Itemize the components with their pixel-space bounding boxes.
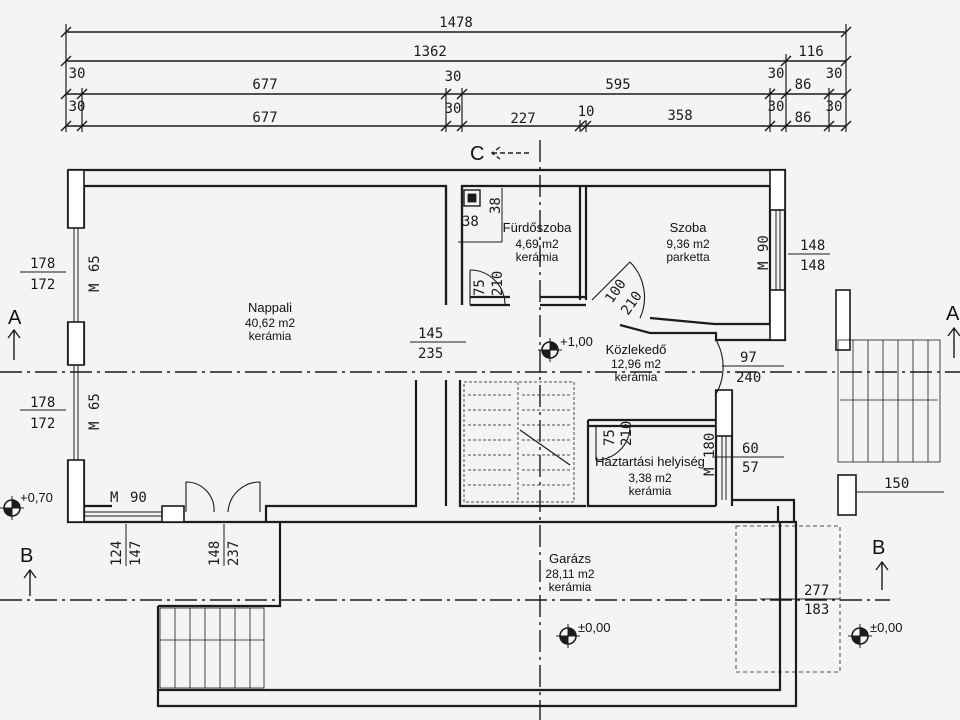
doors (185, 261, 724, 513)
dim-r3-5: 30 (768, 66, 785, 82)
szoba-name: Szoba (670, 220, 708, 235)
bw-m: M (110, 490, 118, 506)
lb-w: 65 (87, 393, 103, 410)
dim-r4-2: 677 (252, 110, 277, 126)
garazs-floor: kerámia (549, 580, 592, 594)
sz-a: 148 (800, 238, 825, 254)
door-haz-a: 75 (602, 429, 618, 446)
kozlekedo-name: Közlekedő (606, 342, 667, 357)
door-bath-a: 75 (472, 279, 488, 296)
dim-r4-8: 86 (795, 110, 812, 126)
windows (73, 210, 781, 517)
stair-ext: 150 (884, 476, 909, 492)
garage-b: 183 (804, 602, 829, 618)
haztartasi-name: Háztartási helyiség (595, 454, 705, 469)
lb-a: 178 (30, 395, 55, 411)
szoba-area: 9,36 m2 (666, 237, 710, 251)
room-labels: Nappali 40,62 m2 kerámia Fürdőszoba 4,69… (245, 220, 710, 594)
wall-pillars (67, 169, 857, 523)
section-a-left: A (8, 307, 22, 329)
sz-w: 90 (756, 235, 772, 252)
dim-r3-2: 677 (252, 77, 277, 93)
lt-b: 172 (30, 277, 55, 293)
dim-r4-5: 10 (578, 104, 595, 120)
nappali-area: 40,62 m2 (245, 316, 295, 330)
bw-v2: 147 (128, 541, 144, 566)
bath-a: 38 (462, 214, 479, 230)
sz-b: 148 (800, 258, 825, 274)
dim-r3-3: 30 (445, 69, 462, 85)
dim-total: 1478 (439, 15, 473, 31)
bw-v1: 124 (109, 541, 125, 566)
dim-r4-1: 30 (69, 99, 86, 115)
furdoszoba-floor: kerámia (516, 250, 559, 264)
opening-annotations: 178 172 M 65 178 172 M 65 M 90 124 147 1… (20, 188, 944, 618)
bath-b: 38 (488, 197, 504, 214)
level-marker-right: ±0,00 (848, 620, 902, 648)
furdoszoba-area: 4,69 m2 (515, 237, 559, 251)
haztartasi-floor: kerámia (629, 484, 672, 498)
dim-r3-7: 30 (826, 66, 843, 82)
section-b-left: B (20, 545, 33, 567)
nappali-floor: kerámia (249, 329, 292, 343)
kozlekedo-area: 12,96 m2 (611, 357, 661, 371)
dim-r4-7: 30 (768, 99, 785, 115)
level-markers: +1,00 +0,70 ±0,00 ±0,00 (0, 334, 902, 648)
opening-a: 145 (418, 326, 443, 342)
dim-r3-1: 30 (69, 66, 86, 82)
dim-r3-4: 595 (605, 77, 630, 93)
dimension-texts: 1478 1362 116 30 677 30 595 30 86 30 30 … (69, 15, 843, 127)
lt-a: 178 (30, 256, 55, 272)
level-kozl: +1,00 (560, 334, 593, 349)
bw-w: 90 (130, 490, 147, 506)
haztartasi-area: 3,38 m2 (628, 471, 672, 485)
door-haz-b: 210 (619, 421, 635, 446)
section-markers: A A B B C (7, 143, 960, 596)
hz-w: 180 (702, 433, 718, 458)
section-b-right: B (872, 537, 885, 559)
sz-m: M (756, 262, 772, 270)
level-right: ±0,00 (870, 620, 902, 635)
dim-r4-4: 227 (510, 111, 535, 127)
level-marker-garage: ±0,00 (556, 620, 610, 648)
dim-main: 1362 (413, 44, 447, 60)
garage-a: 277 (804, 583, 829, 599)
dim-r3-6: 86 (795, 77, 812, 93)
garazs-area: 28,11 m2 (545, 567, 594, 581)
lb-b: 172 (30, 416, 55, 432)
kozlekedo-floor: kerámia (615, 370, 658, 384)
furdoszoba-name: Fürdőszoba (503, 220, 572, 235)
hz-a: 60 (742, 441, 759, 457)
dimension-lines (60, 24, 852, 132)
garazs-name: Garázs (549, 551, 591, 566)
hz-m: M (702, 468, 718, 476)
stairs (159, 189, 941, 689)
szoba-floor: parketta (666, 250, 710, 264)
level-left: +0,70 (20, 490, 53, 505)
kozl-a: 97 (740, 350, 757, 366)
lb-m: M (87, 422, 103, 430)
level-marker-left: +0,70 (0, 490, 53, 520)
dim-r4-3: 30 (445, 101, 462, 117)
door-bath-b: 210 (490, 271, 506, 296)
kozl-b: 240 (736, 370, 761, 386)
hz-b: 57 (742, 460, 759, 476)
lt-w: 65 (87, 255, 103, 272)
section-lines (0, 140, 960, 720)
level-marker-kozl: +1,00 (538, 334, 593, 362)
level-garage: ±0,00 (578, 620, 610, 635)
lt-m: M (87, 284, 103, 292)
dim-r4-9: 30 (826, 99, 843, 115)
bw-v3: 148 (207, 541, 223, 566)
opening-b: 235 (418, 346, 443, 362)
bw-v4: 237 (226, 541, 242, 566)
section-c-top: C (470, 143, 484, 165)
dim-r4-6: 358 (667, 108, 692, 124)
dim-side: 116 (798, 44, 823, 60)
nappali-name: Nappali (248, 300, 292, 315)
section-a-right: A (946, 303, 960, 325)
